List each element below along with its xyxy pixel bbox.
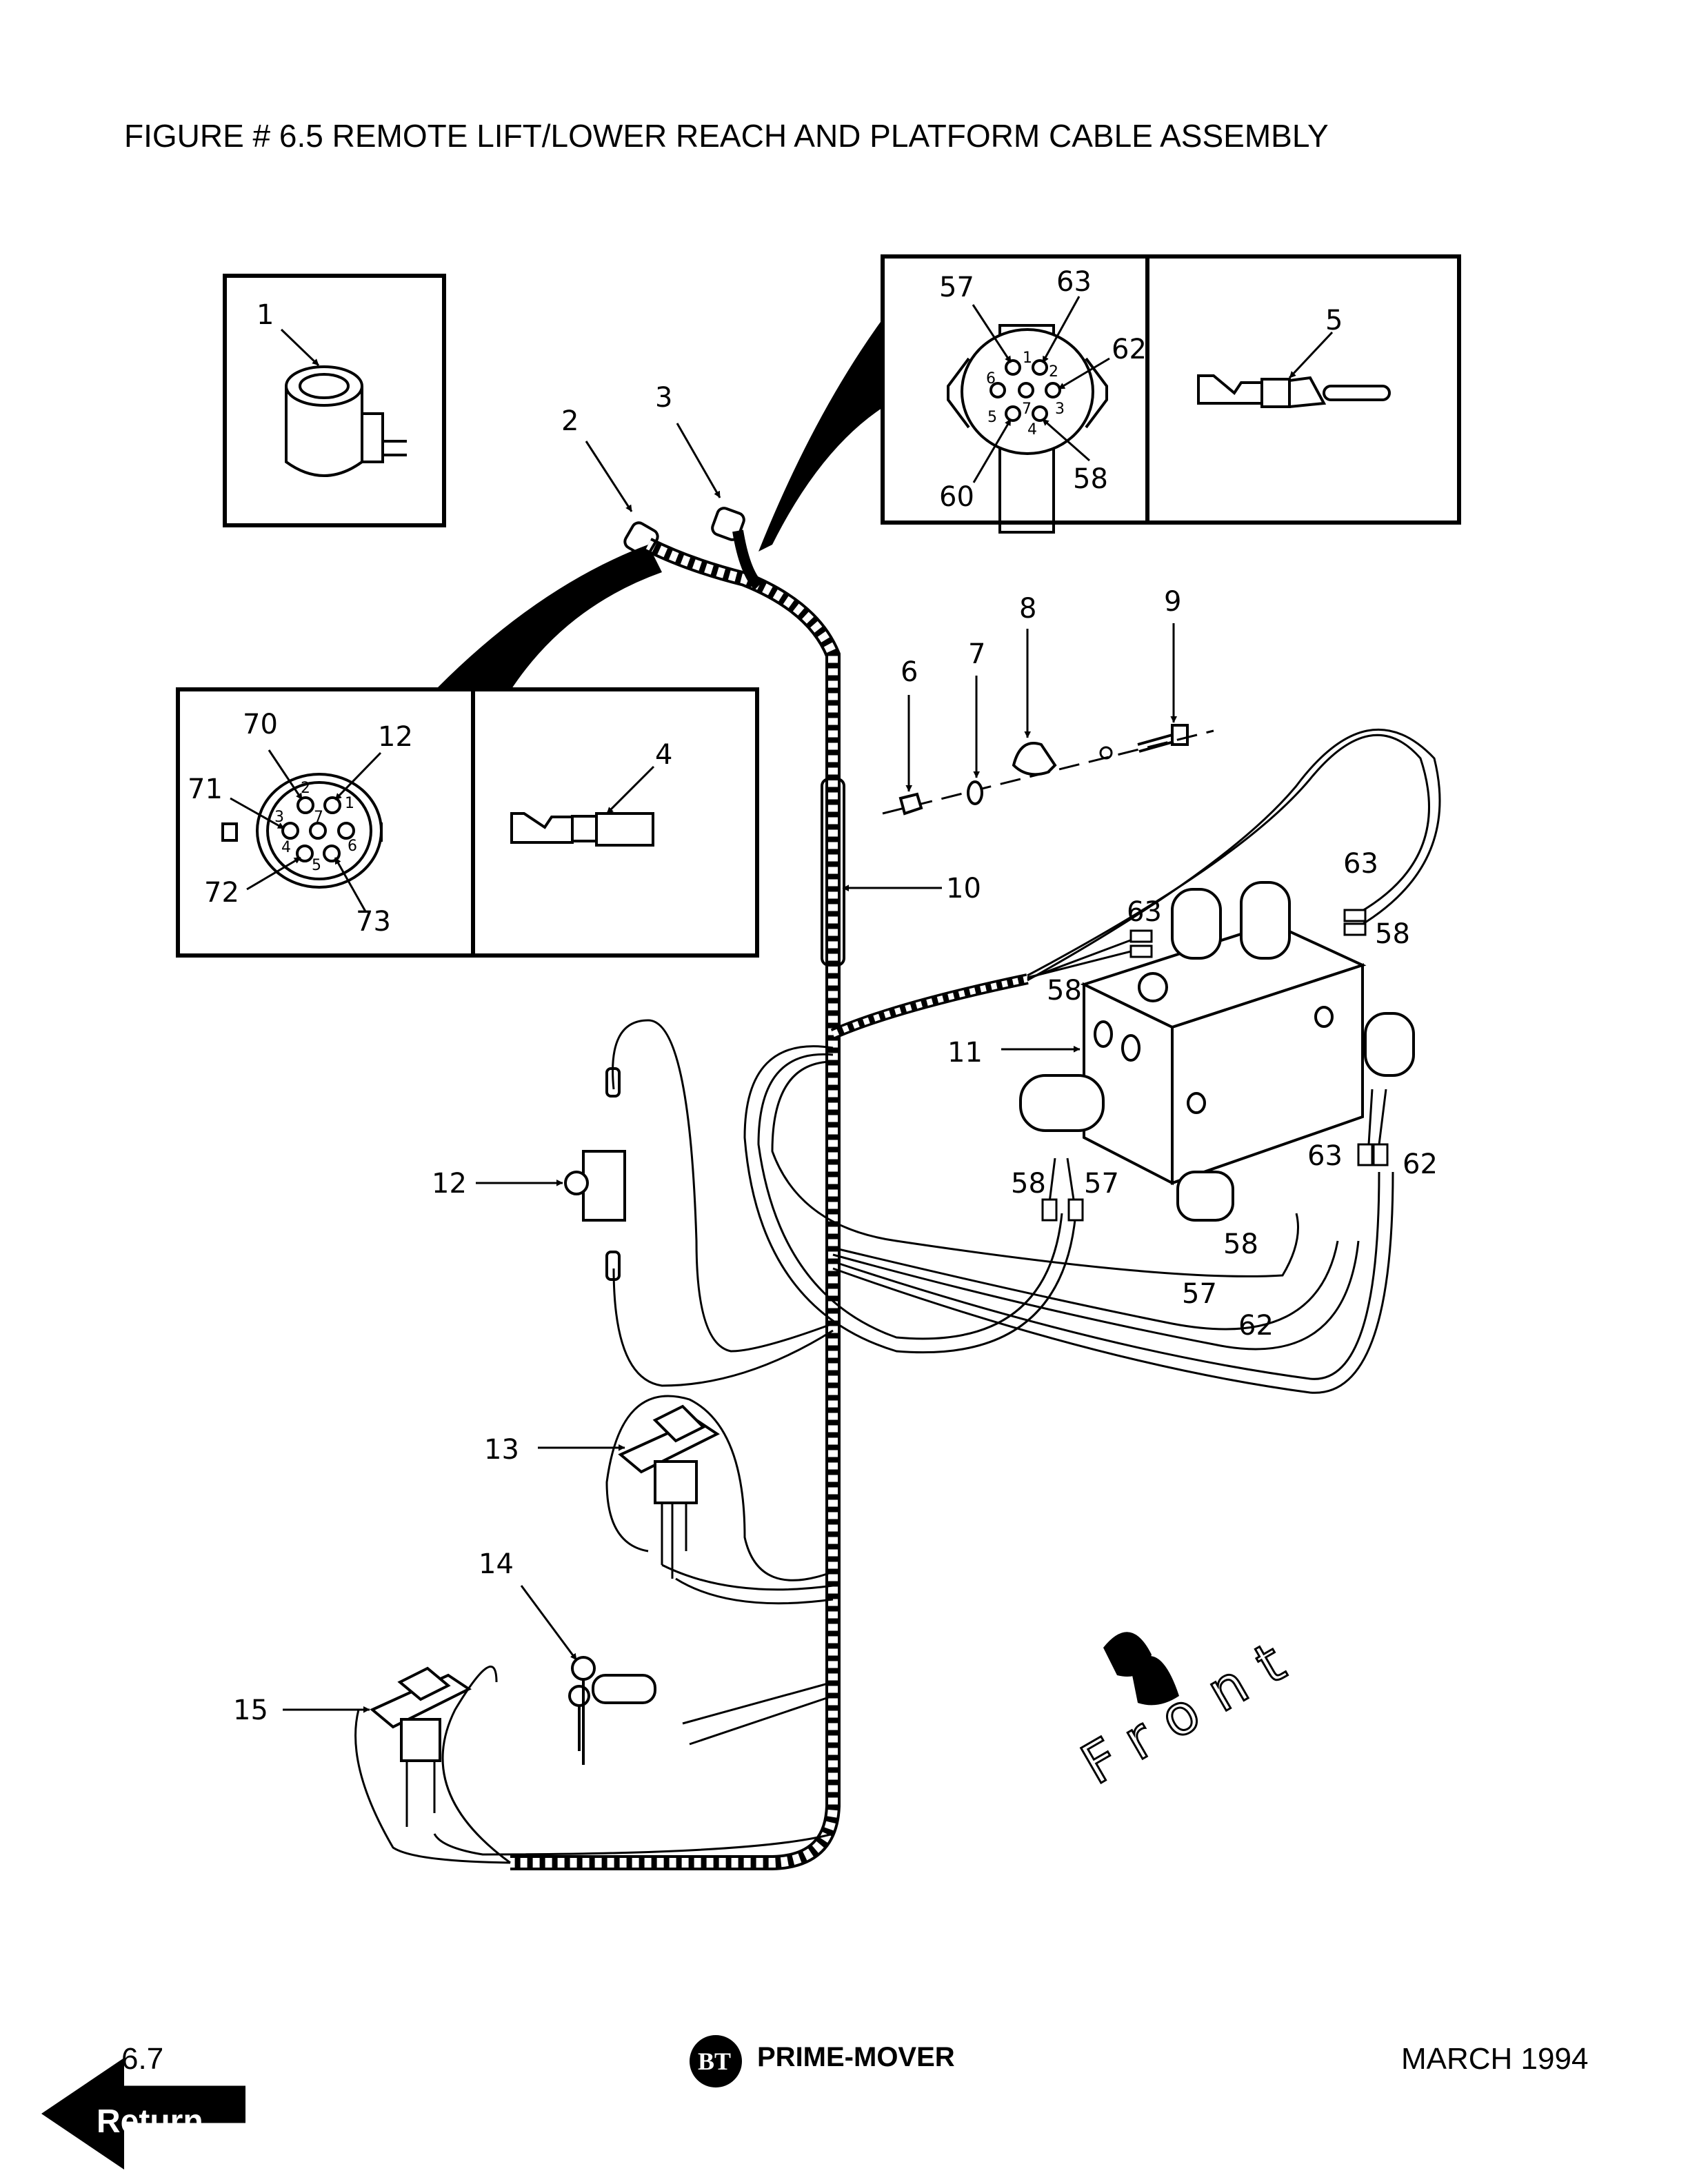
pin-label: 1 (1023, 350, 1032, 367)
rocker-switch-illustration (618, 1404, 720, 1579)
solenoid-coil-illustration (285, 365, 407, 477)
callout-8: 8 (1019, 593, 1036, 625)
callout-3: 3 (655, 382, 672, 414)
return-button[interactable] (41, 2058, 248, 2182)
pin-label: 5 (312, 857, 321, 874)
pin-label: 6 (348, 838, 357, 855)
pin-label: 4 (1027, 421, 1037, 438)
wire-label: 62 (1238, 1310, 1274, 1342)
callout-1: 1 (257, 299, 274, 331)
wire-label-12: 12 (378, 721, 413, 753)
callout-9: 9 (1164, 586, 1181, 618)
brand-name: PRIME-MOVER (757, 2042, 955, 2072)
pin-label: 2 (1049, 363, 1058, 381)
key-switch-illustration (568, 1656, 656, 1765)
pin-label: 7 (1022, 401, 1032, 418)
page-number: 6.7 (121, 2042, 164, 2076)
callout-2: 2 (561, 405, 579, 437)
rocker-switch-illustration (370, 1666, 472, 1827)
valve-block-illustration (1019, 881, 1415, 1222)
wire-label: 58 (1375, 918, 1410, 950)
return-label[interactable]: Return (97, 2103, 203, 2140)
wire-label: 62 (1403, 1149, 1438, 1180)
callout-7: 7 (968, 638, 985, 670)
callout-5: 5 (1325, 305, 1343, 336)
svg-text:BT: BT (698, 2048, 731, 2075)
7-pin-connector-face: 1 2 3 4 5 6 7 (221, 773, 383, 889)
callout-10: 10 (946, 873, 981, 904)
wire-label-62: 62 (1112, 334, 1147, 365)
zoom-wedge (758, 317, 884, 552)
wire-label: 58 (1223, 1228, 1258, 1260)
wire-label: 63 (1343, 848, 1378, 880)
wire-label-57: 57 (939, 272, 974, 303)
wire-label: 63 (1127, 896, 1162, 928)
pin-label: 1 (345, 795, 354, 812)
pin-label: 3 (1055, 401, 1065, 418)
callout-15: 15 (233, 1695, 268, 1726)
wire-label: 57 (1182, 1278, 1217, 1310)
wire-label-58: 58 (1073, 463, 1108, 495)
coil-detail-box (223, 274, 446, 527)
pin-label: 3 (274, 809, 284, 826)
callout-14: 14 (479, 1548, 514, 1580)
publication-date: MARCH 1994 (1401, 2042, 1589, 2076)
mounting-hardware (882, 724, 1214, 816)
wire-label-71: 71 (188, 774, 223, 805)
callout-11: 11 (947, 1037, 983, 1069)
callout-12: 12 (432, 1168, 467, 1200)
8-pin-connector-face: 1 2 3 4 5 6 7 (947, 324, 1108, 534)
pin-label: 2 (301, 780, 310, 797)
wire-label: 57 (1084, 1168, 1119, 1200)
wire-label-73: 73 (356, 906, 391, 938)
callout-1-leader (280, 328, 320, 367)
pin-label: 4 (281, 839, 291, 856)
wire-label: 58 (1011, 1168, 1046, 1200)
callout-4: 4 (655, 739, 672, 771)
wiring-harness (354, 507, 1441, 1870)
zoom-wedge (434, 545, 662, 691)
figure-title: FIGURE # 6.5 REMOTE LIFT/LOWER REACH AND… (124, 118, 1329, 154)
callout-6: 6 (901, 656, 918, 688)
wire-label: 63 (1307, 1140, 1343, 1172)
wire-label: 58 (1047, 975, 1082, 1007)
front-direction-icon (1103, 1632, 1179, 1706)
male-terminal-illustration (1197, 374, 1391, 408)
pin-label: 7 (314, 809, 323, 826)
female-terminal-illustration (510, 812, 654, 847)
pin-label: 6 (986, 370, 996, 387)
wire-label-60: 60 (939, 481, 974, 513)
back-arrow-icon (41, 2058, 245, 2170)
callout-13: 13 (484, 1434, 519, 1466)
pin-label: 5 (987, 409, 997, 426)
wire-label-70: 70 (243, 709, 278, 740)
wire-label-63: 63 (1056, 266, 1092, 298)
bt-logo: BT (690, 2035, 742, 2087)
push-button-switch-illustration (564, 1067, 626, 1281)
wire-label-72: 72 (204, 877, 239, 909)
